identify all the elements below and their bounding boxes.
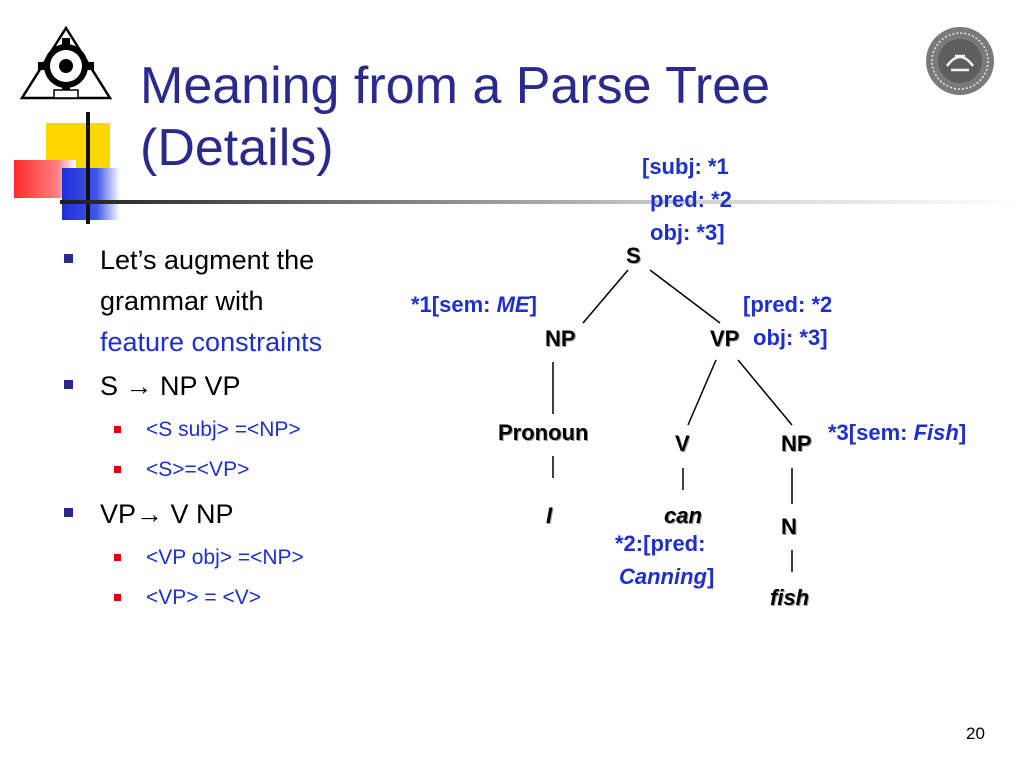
feature-text: *1[sem: bbox=[411, 292, 497, 317]
feature-line: [subj: *1 bbox=[642, 154, 729, 179]
bullet-augment-grammar: Let’s augment the grammar with feature c… bbox=[62, 240, 392, 363]
edge-vp-np bbox=[737, 359, 793, 426]
bullet-marker bbox=[64, 254, 73, 263]
feature-structure-np-subject: *1[sem: ME] bbox=[411, 288, 537, 321]
bullet-text: Let’s augment the bbox=[100, 245, 315, 275]
tree-leaf-i: I bbox=[546, 503, 553, 528]
sub-bullet-text: <S>=<VP> bbox=[146, 458, 250, 481]
sub-bullet-text: <VP obj> =<NP> bbox=[146, 546, 304, 569]
feature-text: *3[sem: bbox=[828, 420, 914, 445]
sub-bullet-marker bbox=[114, 466, 121, 473]
title-underline bbox=[60, 200, 1024, 204]
decor-vertical-line bbox=[86, 112, 90, 224]
sub-bullet-text: <S subj> =<NP> bbox=[146, 418, 301, 441]
bullet-marker bbox=[64, 380, 73, 389]
gear-logo-icon bbox=[19, 26, 113, 100]
slide-title-line1: Meaning from a Parse Tree bbox=[140, 57, 771, 115]
sub-bullet-marker bbox=[114, 426, 121, 433]
tree-leaf-fish: fish bbox=[770, 585, 810, 610]
feature-structure-v: *2:[pred: Canning] bbox=[615, 527, 714, 593]
sub-bullet: <VP obj> =<NP> bbox=[62, 538, 392, 578]
bullet-s-rule: S → NP VP bbox=[62, 366, 392, 407]
tree-node-np-subject: NP bbox=[545, 326, 576, 351]
sub-bullet-text: <VP> = <V> bbox=[146, 586, 262, 609]
sub-bullet: <S>=<VP> bbox=[62, 450, 392, 490]
feature-structure-s: [subj: *1 pred: *2 obj: *3] bbox=[642, 150, 732, 249]
feature-value: Canning bbox=[619, 564, 707, 589]
slide-title-line2: (Details) bbox=[140, 119, 334, 177]
bullet-list: Let’s augment the grammar with feature c… bbox=[62, 240, 392, 618]
feature-structure-np-object: *3[sem: Fish] bbox=[828, 416, 966, 449]
feature-line: [pred: *2 bbox=[743, 292, 833, 317]
feature-text: ] bbox=[958, 420, 967, 445]
bullet-text: VP→ V NP bbox=[100, 499, 234, 529]
sub-bullet-marker bbox=[114, 554, 121, 561]
bullet-text-highlight: feature constraints bbox=[100, 327, 323, 357]
bullet-text: grammar with bbox=[100, 286, 264, 316]
feature-line: obj: *3] bbox=[650, 220, 725, 245]
slide-title: Meaning from a Parse Tree (Details) bbox=[140, 55, 860, 179]
tree-node-np-object: NP bbox=[781, 431, 812, 456]
feature-text: ] bbox=[529, 292, 537, 317]
tree-node-s: S bbox=[626, 243, 641, 268]
tree-leaf-can: can bbox=[664, 503, 702, 528]
tree-node-n: N bbox=[781, 514, 797, 539]
sub-bullet-marker bbox=[114, 594, 121, 601]
university-seal-icon bbox=[926, 27, 994, 95]
feature-line: pred: *2 bbox=[650, 187, 732, 212]
feature-value: ME bbox=[496, 292, 530, 317]
sub-bullet: <S subj> =<NP> bbox=[62, 410, 392, 450]
decor-blue-square bbox=[62, 168, 120, 220]
tree-node-vp: VP bbox=[710, 326, 740, 351]
sub-bullet: <VP> = <V> bbox=[62, 578, 392, 618]
feature-line: obj: *3] bbox=[753, 325, 828, 350]
feature-value: Fish bbox=[913, 420, 959, 445]
edge-s-vp bbox=[649, 269, 721, 324]
feature-line: *2:[pred: bbox=[615, 531, 706, 556]
bullet-marker bbox=[64, 508, 73, 517]
bullet-text: S → NP VP bbox=[100, 371, 241, 401]
tree-node-v: V bbox=[675, 431, 690, 456]
feature-text: ] bbox=[707, 564, 715, 589]
page-number: 20 bbox=[966, 724, 985, 743]
edge-vp-v bbox=[687, 359, 717, 426]
feature-structure-vp: [pred: *2 obj: *3] bbox=[743, 288, 832, 354]
edge-s-np bbox=[582, 269, 629, 324]
tree-node-pronoun: Pronoun bbox=[498, 420, 589, 445]
bullet-vp-rule: VP→ V NP bbox=[62, 494, 392, 535]
